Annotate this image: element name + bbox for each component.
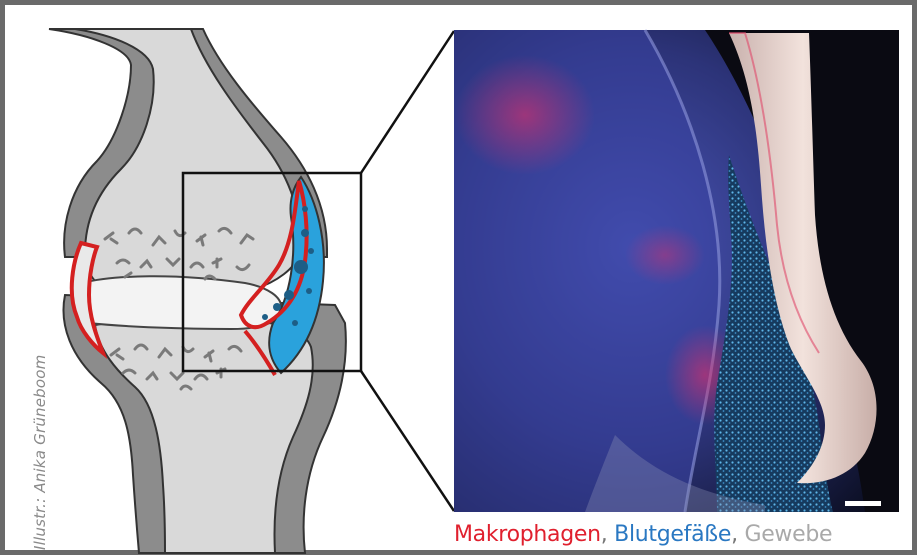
- color-legend: Makrophagen, Blutgefäße, Gewebe: [454, 522, 832, 547]
- scale-bar: [845, 501, 881, 506]
- legend-tissue: Gewebe: [744, 522, 832, 547]
- legend-separator: ,: [601, 522, 614, 547]
- legend-macrophages: Makrophagen: [454, 522, 601, 547]
- figure-artwork: [5, 5, 917, 560]
- zoom-connector-top: [361, 31, 454, 173]
- microscopy-image: [454, 30, 899, 512]
- illustration-credit: Illustr.: Anika Grüneboom: [31, 355, 49, 550]
- zoom-connector-bottom: [361, 371, 454, 511]
- joint-illustration: [45, 29, 355, 553]
- legend-blood-vessels: Blutgefäße: [614, 522, 731, 547]
- legend-separator: ,: [731, 522, 744, 547]
